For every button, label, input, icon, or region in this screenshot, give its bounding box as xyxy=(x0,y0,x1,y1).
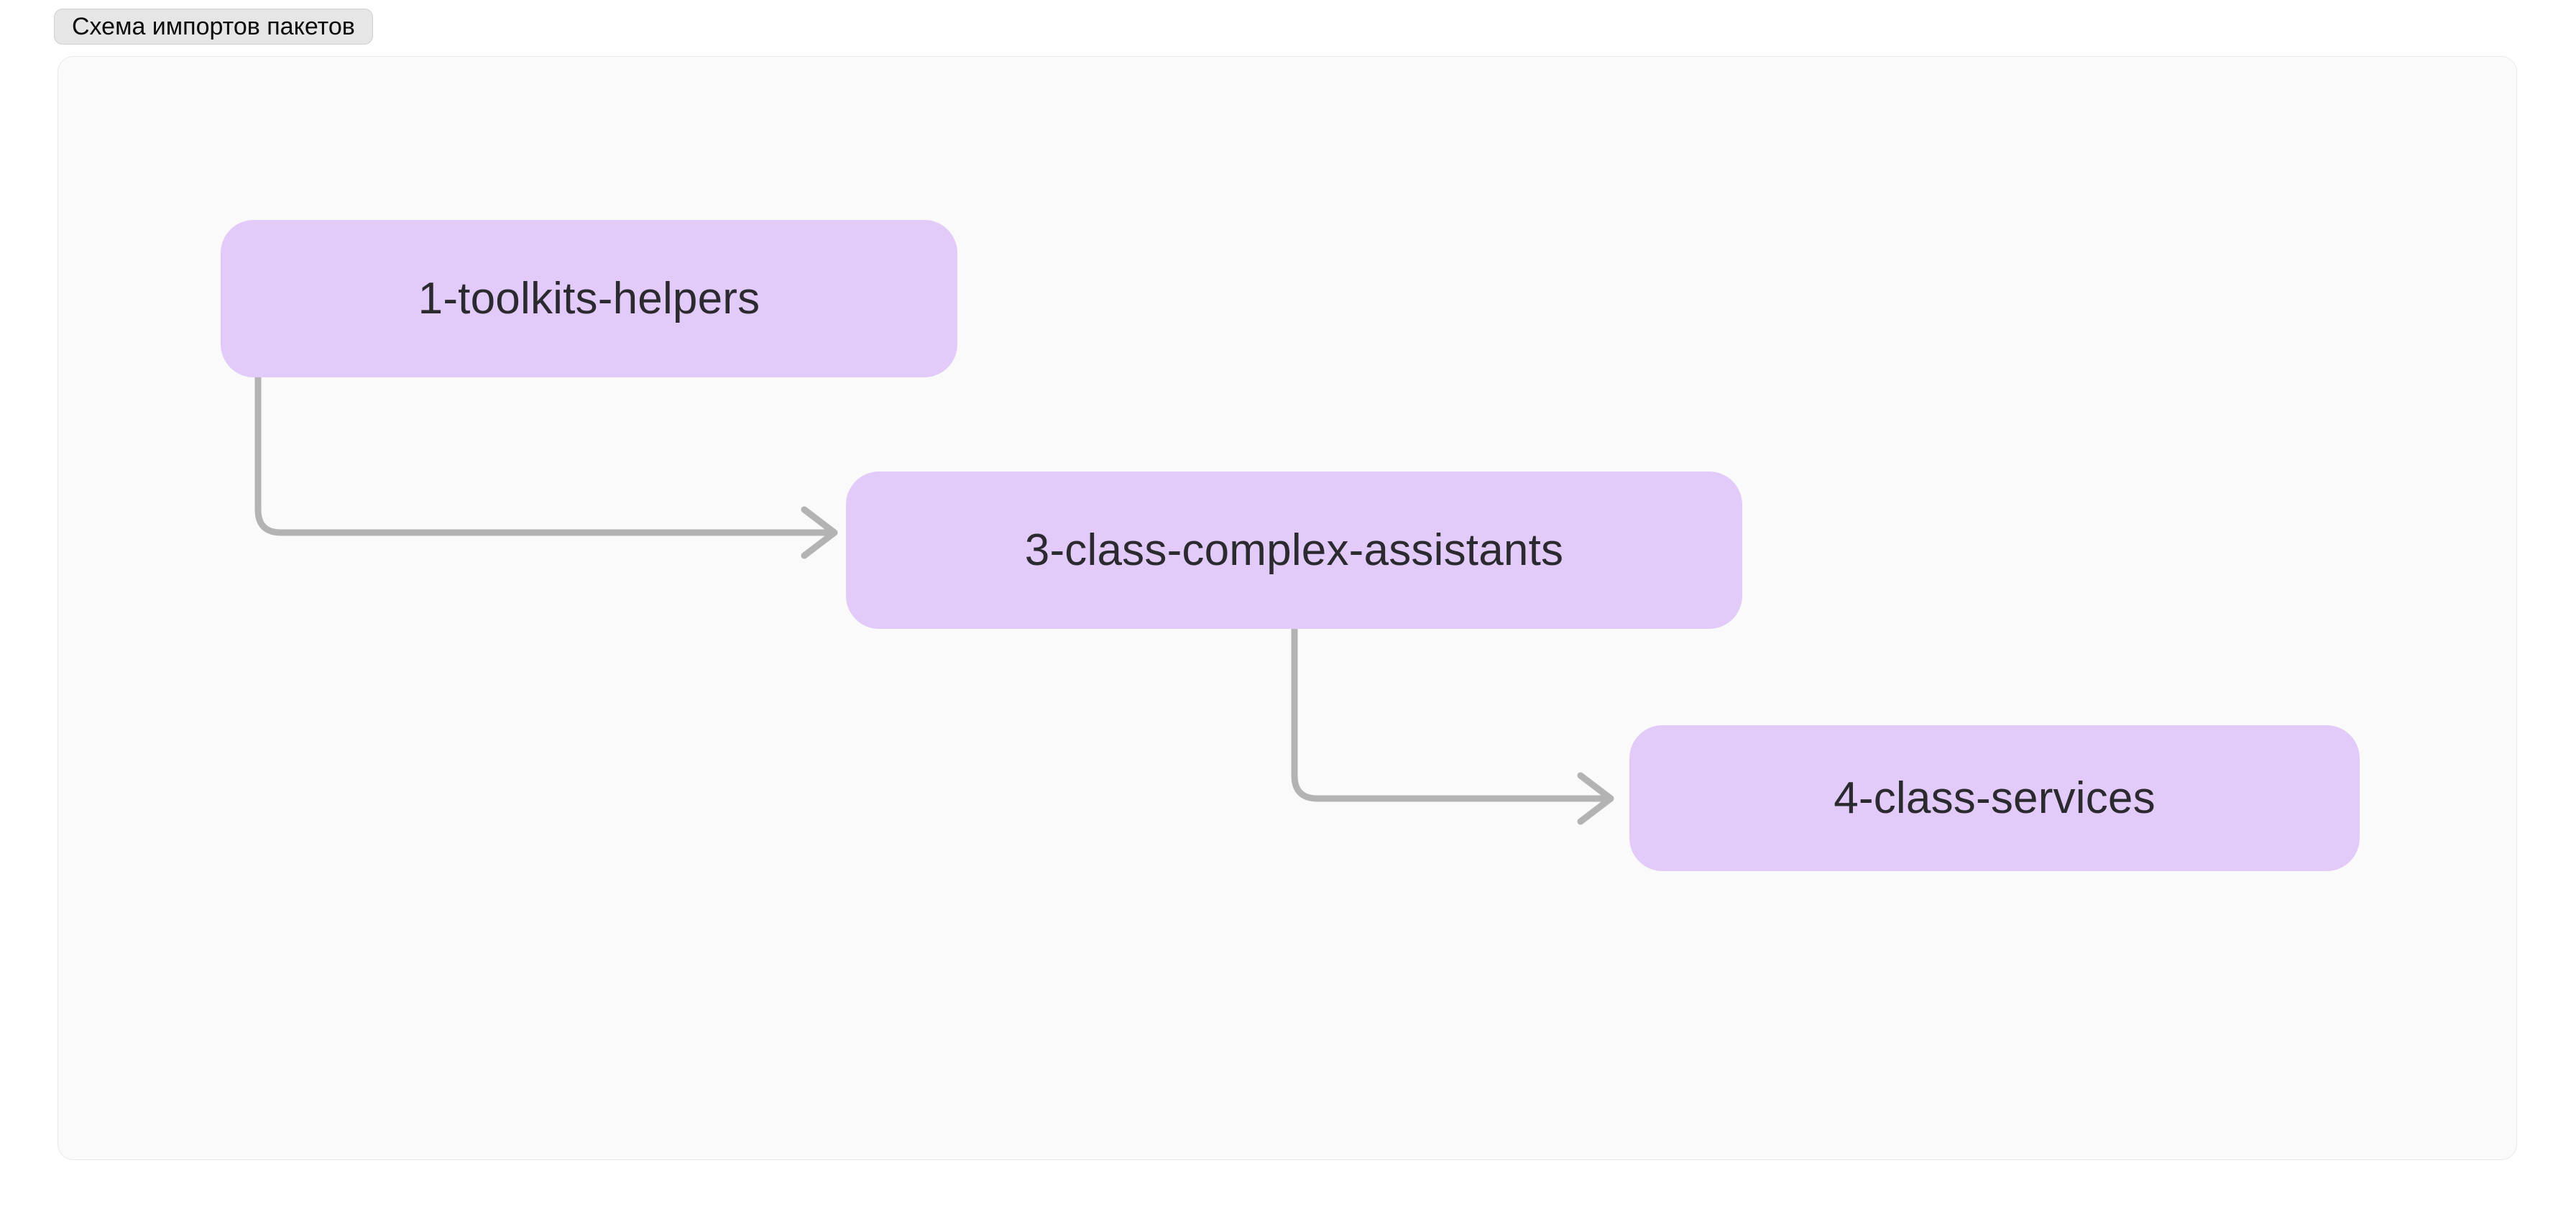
tab-bar: Схема импортов пакетов xyxy=(0,0,2576,52)
node-label: 1-toolkits-helpers xyxy=(418,273,760,323)
diagram-node-1-toolkits-helpers[interactable]: 1-toolkits-helpers xyxy=(221,220,957,377)
arrowhead-icon xyxy=(801,506,838,559)
edge-n1-to-n2 xyxy=(254,374,838,559)
diagram-frame: 1-toolkits-helpers 3-class-complex-assis… xyxy=(58,56,2517,1160)
tab-package-imports-diagram[interactable]: Схема импортов пакетов xyxy=(54,9,373,45)
node-label: 4-class-services xyxy=(1834,773,2156,823)
edge-n2-to-n3 xyxy=(1291,625,1614,825)
edge-path xyxy=(254,374,832,536)
diagram-canvas[interactable]: 1-toolkits-helpers 3-class-complex-assis… xyxy=(58,57,2516,1159)
edge-path xyxy=(1291,625,1609,802)
arrowhead-icon xyxy=(1577,772,1614,825)
diagram-node-4-class-services[interactable]: 4-class-services xyxy=(1629,725,2360,871)
node-label: 3-class-complex-assistants xyxy=(1024,525,1564,575)
diagram-node-3-class-complex-assistants[interactable]: 3-class-complex-assistants xyxy=(846,472,1742,629)
tab-label: Схема импортов пакетов xyxy=(72,13,355,40)
